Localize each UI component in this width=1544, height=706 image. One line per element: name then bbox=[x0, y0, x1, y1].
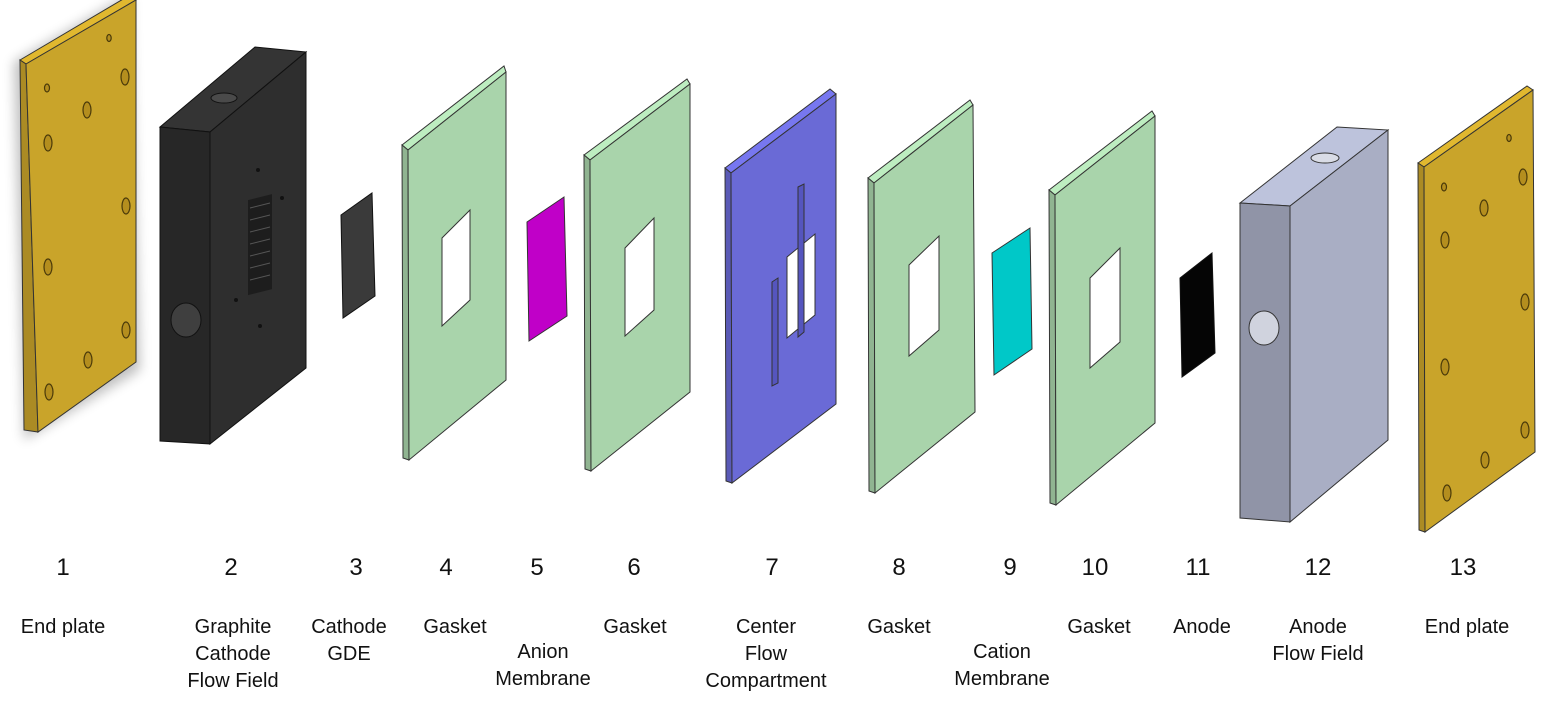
component-label-10: Gasket bbox=[1067, 614, 1130, 641]
bolt-holes bbox=[1440, 133, 1530, 502]
label-line: Flow Field bbox=[187, 670, 279, 692]
component-label-7: Center Flow Compartment bbox=[705, 614, 826, 695]
end-plate-right bbox=[1417, 85, 1536, 533]
component-label-13: End plate bbox=[1425, 614, 1510, 641]
label-line: Cathode bbox=[195, 643, 271, 665]
component-number-10: 10 bbox=[1081, 554, 1109, 581]
component-number-3: 3 bbox=[349, 554, 363, 581]
label-line: Compartment bbox=[705, 670, 827, 692]
center-flow-compartment bbox=[724, 88, 837, 485]
component-label-6: Gasket bbox=[603, 614, 666, 641]
component-number-13: 13 bbox=[1449, 554, 1477, 581]
component-label-9: Cation Membrane bbox=[954, 639, 1050, 693]
anode-flow-field bbox=[1238, 126, 1390, 524]
label-line: Gasket bbox=[603, 616, 667, 638]
component-label-4: Gasket bbox=[423, 614, 486, 641]
label-line: Flow Field bbox=[1272, 643, 1364, 665]
label-line: End plate bbox=[1424, 616, 1510, 638]
component-label-11: Anode bbox=[1173, 614, 1231, 641]
label-line: Membrane bbox=[495, 668, 591, 690]
port-side-icon bbox=[170, 302, 202, 338]
component-number-8: 8 bbox=[892, 554, 906, 581]
component-number-6: 6 bbox=[627, 554, 641, 581]
component-number-1: 1 bbox=[56, 554, 70, 581]
port-top-icon bbox=[210, 92, 238, 104]
label-line: Cation bbox=[973, 641, 1031, 663]
label-line: Anion bbox=[517, 641, 569, 663]
label-line: Center bbox=[735, 616, 797, 638]
component-number-9: 9 bbox=[1003, 554, 1017, 581]
label-line: Membrane bbox=[954, 668, 1050, 690]
component-number-7: 7 bbox=[765, 554, 779, 581]
cation-membrane bbox=[991, 227, 1033, 376]
label-line: Gasket bbox=[1067, 616, 1131, 638]
label-line: Anode bbox=[1289, 616, 1347, 638]
component-number-11: 11 bbox=[1185, 554, 1211, 581]
gasket-6 bbox=[583, 78, 691, 473]
label-line: End plate bbox=[20, 616, 106, 638]
component-label-12: Anode Flow Field bbox=[1272, 614, 1363, 668]
gasket-10 bbox=[1048, 110, 1156, 507]
gasket-4 bbox=[401, 65, 507, 462]
component-label-5: Anion Membrane bbox=[495, 639, 591, 693]
anion-membrane bbox=[526, 196, 568, 342]
label-line: Flow bbox=[744, 643, 788, 665]
end-plate-left bbox=[14, 0, 140, 440]
component-label-2: Graphite Cathode Flow Field bbox=[187, 614, 278, 695]
label-line: Graphite bbox=[194, 616, 272, 638]
component-number-12: 12 bbox=[1304, 554, 1332, 581]
graphite-cathode-flow-field bbox=[158, 46, 308, 446]
component-label-1: End plate bbox=[21, 614, 106, 641]
cathode-gde bbox=[340, 192, 376, 319]
label-line: Gasket bbox=[867, 616, 931, 638]
component-label-3: Cathode GDE bbox=[311, 614, 387, 668]
component-number-4: 4 bbox=[439, 554, 453, 581]
gasket-8 bbox=[867, 99, 976, 495]
component-number-5: 5 bbox=[530, 554, 544, 581]
anode bbox=[1179, 251, 1216, 378]
component-number-2: 2 bbox=[224, 554, 238, 581]
bolt-holes bbox=[43, 33, 131, 401]
label-line: GDE bbox=[327, 643, 371, 665]
port-top-icon bbox=[1310, 152, 1340, 164]
label-line: Anode bbox=[1173, 616, 1231, 638]
label-line: Gasket bbox=[423, 616, 487, 638]
label-line: Cathode bbox=[311, 616, 387, 638]
port-side-icon bbox=[1248, 310, 1280, 346]
component-label-8: Gasket bbox=[867, 614, 930, 641]
